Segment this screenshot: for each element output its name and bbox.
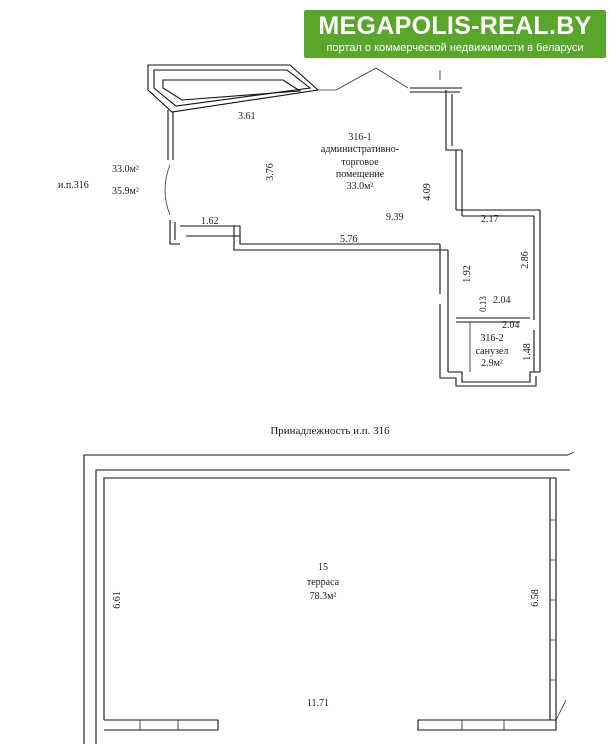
terrace-dim-bottom: 11.71 [307, 698, 329, 709]
dim-217: 2.17 [481, 214, 499, 225]
room1-name-line2: торговое [341, 157, 379, 168]
section-title: Принадлежность и.п. 316 [270, 425, 390, 437]
terrace-dim-left: 6.61 [112, 591, 123, 609]
room1-name-line1: административно- [321, 144, 399, 155]
terrace-number: 15 [318, 562, 328, 573]
dim-148: 1.48 [522, 343, 533, 361]
dim-204a: 2.04 [493, 295, 511, 306]
unit-316-labels: 33.0м² 35.9м² и.п.316 316-1 администрати… [58, 111, 533, 369]
terrace-name: терраса [307, 577, 340, 588]
dim-286: 2.86 [520, 251, 531, 269]
room2-area: 2.9м² [481, 358, 503, 369]
logo-title: MEGAPOLIS-REAL.BY [318, 12, 592, 40]
room1-name-line3: помещение [336, 169, 385, 180]
dim-361: 3.61 [238, 111, 256, 122]
dim-376: 3.76 [265, 163, 276, 181]
room2-name: санузел [476, 346, 509, 357]
unit-label: и.п.316 [58, 180, 89, 191]
dim-192: 1.92 [462, 265, 473, 283]
room1-number: 316-1 [348, 132, 371, 143]
dim-013: 0.13 [478, 296, 488, 312]
dim-162: 1.62 [201, 216, 219, 227]
terrace-walls [83, 451, 575, 744]
room1-area: 33.0м² [347, 181, 374, 192]
unit-area-2: 35.9м² [112, 186, 139, 197]
megapolis-logo-banner[interactable]: MEGAPOLIS-REAL.BY портал о коммерческой … [304, 10, 606, 58]
logo-subtitle: портал о коммерческой недвижимости в бел… [326, 42, 584, 54]
dim-204b: 2.04 [502, 320, 520, 331]
terrace-area: 78.3м² [310, 591, 337, 602]
dim-409: 4.09 [422, 183, 433, 201]
room2-number: 316-2 [480, 333, 503, 344]
unit-area-1: 33.0м² [112, 164, 139, 175]
dim-939: 9.39 [386, 212, 404, 223]
dim-576: 5.76 [340, 234, 358, 245]
unit-316-walls [147, 64, 541, 387]
terrace-dim-right: 6.58 [530, 589, 541, 607]
terrace-labels: 15 терраса 78.3м² 6.61 6.58 11.71 [112, 562, 541, 709]
